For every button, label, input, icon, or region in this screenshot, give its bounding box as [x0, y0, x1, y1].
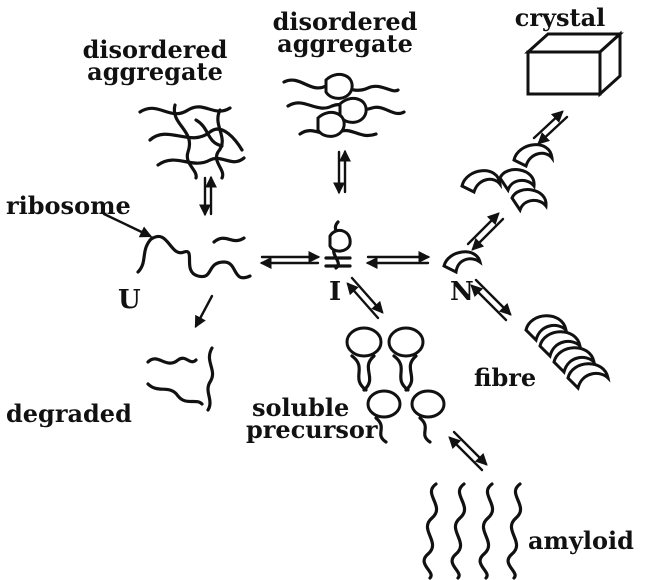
- label-amyloid: amyloid: [528, 526, 634, 555]
- label-aggregate-mid-line2: aggregate: [277, 29, 413, 58]
- eq-arrow-soluble-amyloid: [450, 432, 486, 470]
- label-fibre: fibre: [474, 363, 536, 392]
- label-state-i: I: [329, 277, 341, 307]
- eq-arrow-stack-crystal: [534, 112, 567, 143]
- label-disordered-aggregate-left: disordered aggregate: [83, 35, 228, 86]
- native-state-n: [444, 252, 480, 272]
- eq-arrow-n-fibre: [472, 280, 510, 320]
- crystal-nucleus-monomers: [462, 145, 552, 210]
- label-state-u: U: [118, 285, 141, 315]
- arrow-u-to-degraded: [196, 296, 212, 326]
- disordered-aggregate-mid-tangle: [284, 74, 404, 136]
- eq-arrow-n-crystal: [468, 214, 503, 249]
- disordered-aggregate-left-tangle: [140, 105, 244, 178]
- label-state-n: N: [450, 277, 474, 307]
- label-crystal: crystal: [515, 3, 605, 32]
- label-soluble-precursor: soluble precursor: [246, 393, 378, 444]
- degraded-fragments: [148, 348, 213, 410]
- fibre-stack: [526, 316, 608, 388]
- eq-arrow-i-n: [368, 257, 428, 263]
- label-precursor-line2: precursor: [246, 415, 378, 444]
- eq-arrow-i-soluble: [348, 278, 382, 318]
- eq-arrow-u-i: [262, 257, 318, 263]
- crystal-cube-icon: [528, 34, 620, 94]
- label-degraded: degraded: [6, 399, 132, 428]
- label-ribosome: ribosome: [6, 191, 131, 220]
- eq-arrow-i-aggregate: [339, 152, 345, 192]
- unfolded-chain-u: [138, 236, 250, 277]
- intermediate-state-i: [326, 222, 350, 268]
- label-disordered-aggregate-mid: disordered aggregate: [273, 7, 418, 58]
- eq-arrow-u-aggregate: [205, 178, 211, 214]
- amyloid-fibrils: [424, 484, 520, 578]
- label-aggregate-left-line2: aggregate: [87, 57, 223, 86]
